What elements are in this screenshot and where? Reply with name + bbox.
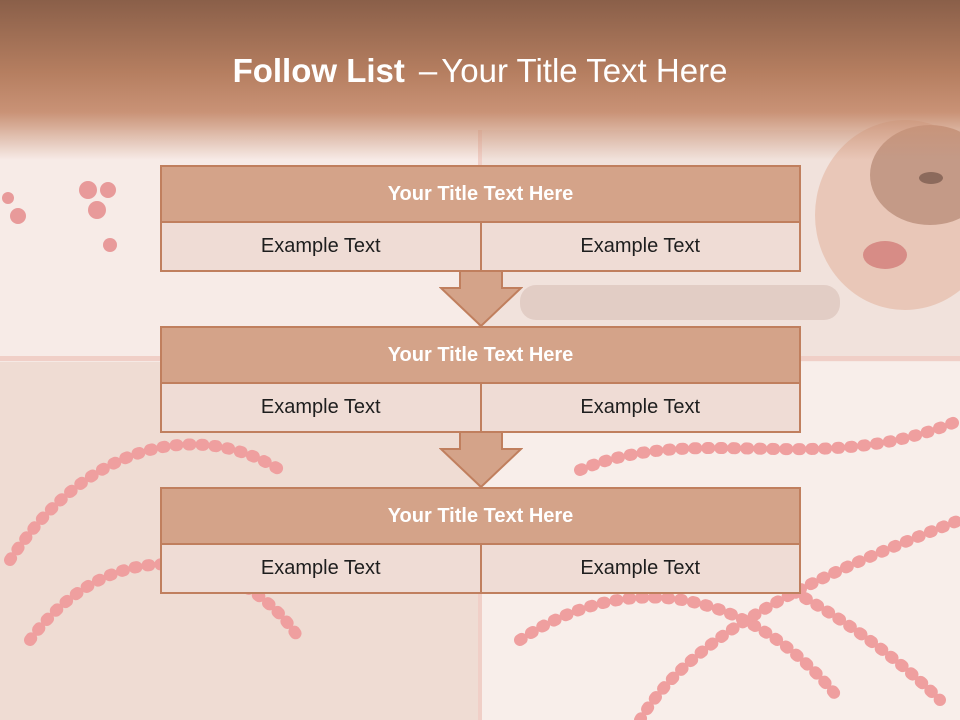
title-bar <box>0 0 960 160</box>
slide-title-bold: Follow List <box>232 52 405 89</box>
slide-title-rest: Your Title Text Here <box>441 52 728 89</box>
follow-block-3: Your Title Text Here Example Text Exampl… <box>160 487 801 594</box>
block-cell-right[interactable]: Example Text <box>479 384 801 433</box>
down-arrow-icon <box>439 431 523 489</box>
slide-title-separator: – <box>418 52 438 89</box>
block-cell-left[interactable]: Example Text <box>160 545 480 594</box>
block-row: Example Text Example Text <box>160 545 801 594</box>
down-arrow-icon <box>439 270 523 328</box>
slide-title: Follow List–Your Title Text Here <box>0 52 960 90</box>
block-cell-right[interactable]: Example Text <box>479 545 801 594</box>
block-cell-left[interactable]: Example Text <box>160 223 480 272</box>
block-row: Example Text Example Text <box>160 223 801 272</box>
follow-block-1: Your Title Text Here Example Text Exampl… <box>160 165 801 272</box>
block-title[interactable]: Your Title Text Here <box>160 326 801 384</box>
block-title[interactable]: Your Title Text Here <box>160 487 801 545</box>
block-title[interactable]: Your Title Text Here <box>160 165 801 223</box>
block-cell-right[interactable]: Example Text <box>479 223 801 272</box>
block-row: Example Text Example Text <box>160 384 801 433</box>
block-cell-left[interactable]: Example Text <box>160 384 480 433</box>
follow-block-2: Your Title Text Here Example Text Exampl… <box>160 326 801 433</box>
